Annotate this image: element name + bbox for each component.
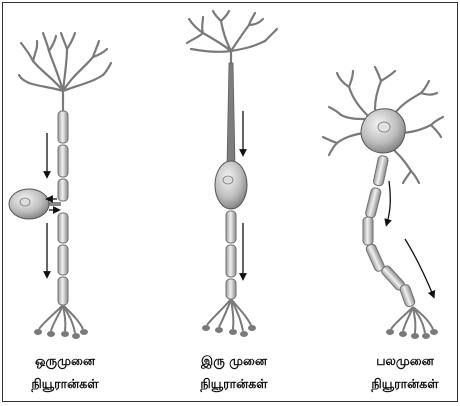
bipolar-dendrite-trunk [227, 63, 235, 165]
bipolar-axon-terminals [207, 299, 251, 331]
unipolar-dendrites [19, 33, 111, 111]
bipolar-synaptic-knobs [202, 325, 256, 337]
unipolar-axon-terminals [39, 305, 83, 333]
bipolar-neuron [187, 11, 277, 337]
multipolar-synaptic-knobs [386, 329, 438, 339]
multipolar-axon-terminals [391, 307, 433, 333]
multipolar-axon [363, 155, 416, 308]
multipolar-neuron [323, 67, 443, 339]
multipolar-caption-line2: நியூரான்கள் [355, 372, 455, 395]
unipolar-caption: ஒருமுனை நியூரான்கள் [15, 349, 115, 395]
bipolar-nucleus [223, 176, 233, 184]
unipolar-caption-line1: ஒருமுனை [15, 349, 115, 372]
unipolar-caption-line2: நியூரான்கள் [15, 372, 115, 395]
bipolar-axon [226, 211, 236, 299]
bipolar-caption-line2: நியூரான்கள் [184, 372, 284, 395]
bipolar-caption-line1: இரு முனை [184, 349, 284, 372]
multipolar-caption: பலமுனை நியூரான்கள் [355, 349, 455, 395]
diagram-frame: ஒருமுனை நியூரான்கள் இரு முனை நியூரான்கள்… [2, 2, 458, 402]
unipolar-neuron [9, 33, 111, 339]
bipolar-cell-body [215, 161, 247, 209]
multipolar-nucleus [378, 122, 390, 132]
unipolar-synaptic-knobs [34, 329, 88, 339]
unipolar-nucleus [20, 198, 30, 206]
bipolar-caption: இரு முனை நியூரான்கள் [184, 349, 284, 395]
neuron-diagram [3, 3, 457, 401]
multipolar-caption-line1: பலமுனை [355, 349, 455, 372]
